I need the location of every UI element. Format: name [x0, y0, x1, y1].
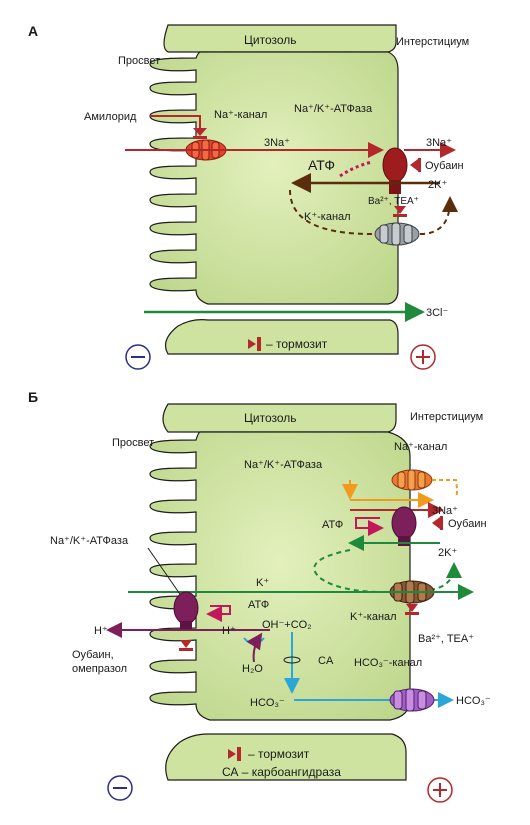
panel-a-amiloride-inhibitor-icon	[193, 128, 207, 136]
panel-b-k-out-label: 2K⁺	[438, 547, 457, 559]
panel-b-hco3-in-label: HCO₃⁻	[250, 697, 285, 709]
panel-b-na-out-label: 3Na⁺	[432, 505, 458, 517]
panel-b-k-in-label: K⁺	[256, 577, 269, 589]
panel-b-oh-co2-label: OH⁻+CO₂	[262, 619, 312, 631]
panel-a-atp-dots	[339, 160, 373, 178]
panel-b-omeprazole-label: омепразол	[72, 663, 127, 675]
panel-b-ca-label: CA	[318, 655, 334, 667]
panel-b-h2o-label: H₂O	[242, 663, 263, 675]
panel-a-atp-label: АТФ	[308, 157, 335, 173]
panel-b-neighbor-bottom-cell	[165, 733, 407, 781]
panel-a-legend-label: – тормозит	[266, 337, 328, 351]
panel-b-ouabain-left-icon	[180, 640, 192, 648]
panel-a-amiloride-line	[150, 115, 201, 128]
panel-b-k-channel-label: K⁺-канал	[350, 611, 397, 623]
panel-a-neighbor-bottom-cell	[165, 319, 399, 355]
panel-b-letter: Б	[28, 389, 38, 405]
panel-a-k-out-label: 2K⁺	[428, 179, 447, 191]
panel-b-orange-loop	[432, 479, 458, 497]
panel-a-legend-inhibitor-icon	[248, 339, 256, 349]
panel-a-ouabain-label: Оубаин	[425, 160, 464, 172]
panel-b-hco3-channel-label: HCO₃⁻-канал	[354, 657, 422, 669]
panel-b-ouabain-left-bar	[179, 648, 193, 651]
panel-a-ouabain-bar	[418, 158, 421, 172]
panel-b-lumen-label: Просвет	[112, 437, 154, 449]
panel-b-atp-left-arrow	[206, 605, 231, 622]
panel-b-legend-label: – тормозит	[248, 747, 310, 761]
panel-b-atpase-right-icon	[391, 506, 417, 546]
panel-b-interstitium-label: Интерстициум	[410, 411, 483, 423]
panel-a-na-channel-label: Na⁺-канал	[214, 109, 267, 121]
panel-a-amiloride-inhibitor-bar	[193, 136, 207, 139]
panel-a-na-in-label: 3Na⁺	[264, 137, 290, 149]
panel-b: Б Цитозоль Интерстициум Просвет Na⁺/K⁺-А…	[28, 389, 491, 803]
panel-b-atp-right-label: АТФ	[322, 519, 343, 531]
panel-b-na-channel-icon	[391, 469, 433, 491]
panel-a-cell-body	[149, 51, 399, 305]
panel-b-legend-inhibitor-bar	[237, 747, 241, 761]
panel-b-ba-tea-bar	[405, 612, 419, 615]
panel-b-cell-body	[149, 431, 411, 721]
panel-b-legend-inhibitor-icon	[228, 749, 236, 759]
panel-a-ouabain-inhibitor-icon	[410, 159, 418, 171]
panel-a-k-loop-right	[419, 196, 458, 235]
panel-b-k-loop-right	[429, 562, 462, 591]
panel-b-atp-left-label: АТФ	[248, 599, 269, 611]
panel-b-h-in-label: H⁺	[222, 625, 236, 637]
panel-a-cl-label: 3Cl⁻	[426, 307, 449, 319]
panel-b-ouabain-right-label: Оубаин	[448, 518, 487, 530]
panel-b-ca-legend-label: СА – карбоангидраза	[222, 765, 341, 779]
panel-b-atpase-left-icon	[173, 591, 199, 631]
panel-b-na-channel-label: Na⁺-канал	[394, 441, 447, 453]
panel-a-na-out-label: 3Na⁺	[426, 137, 452, 149]
panel-a-interstitium-label: Интерстициум	[396, 36, 469, 48]
panel-b-h-out-label: H⁺	[94, 625, 108, 637]
panel-b-ba-tea-inhibitor-icon	[406, 604, 418, 612]
panel-b-hco3-out-label: HCO₃⁻	[456, 695, 491, 707]
panel-a-ba-tea-label: Ba²⁺, TEA⁺	[368, 196, 419, 207]
panel-a-cytosol-label: Цитозоль	[244, 33, 297, 47]
panel-b-ba-tea-label: Ba²⁺, TEA⁺	[418, 633, 474, 645]
panel-a-lumen-label: Просвет	[118, 55, 160, 67]
panel-b-ca-ring	[283, 656, 301, 664]
panel-b-atpase-left-leader	[147, 547, 185, 601]
panel-b-cytosol-label: Цитозоль	[244, 411, 297, 425]
panel-b-hco3-channel-icon	[389, 688, 435, 712]
panel-b-ouabain-left-label: Оубаин,	[72, 649, 114, 661]
panel-b-atp-right-arrow	[355, 517, 384, 536]
panel-b-atpase-left-label: Na⁺/K⁺-АТФаза	[50, 535, 129, 547]
panel-a: А Цитозоль Интерстициум Просвет Амилорид…	[28, 23, 469, 370]
panel-b-ouabain-right-icon	[432, 517, 440, 529]
panel-a-ba-tea-bar	[393, 214, 407, 217]
panel-a-atpase-label: Na⁺/K⁺-АТФаза	[294, 103, 373, 115]
panel-a-legend-inhibitor-bar	[257, 337, 261, 351]
panel-a-amiloride-label: Амилорид	[84, 111, 137, 123]
panel-a-letter: А	[28, 23, 38, 39]
panel-b-atpase-top-label: Na⁺/K⁺-АТФаза	[244, 459, 323, 471]
panel-b-h2o-arrow-purple	[246, 632, 263, 663]
panel-a-k-channel-label: K⁺-канал	[304, 211, 351, 223]
panel-a-ba-tea-inhibitor-icon	[394, 206, 406, 214]
panel-b-ouabain-right-bar	[440, 516, 443, 530]
panel-a-k-channel-icon	[374, 222, 420, 246]
